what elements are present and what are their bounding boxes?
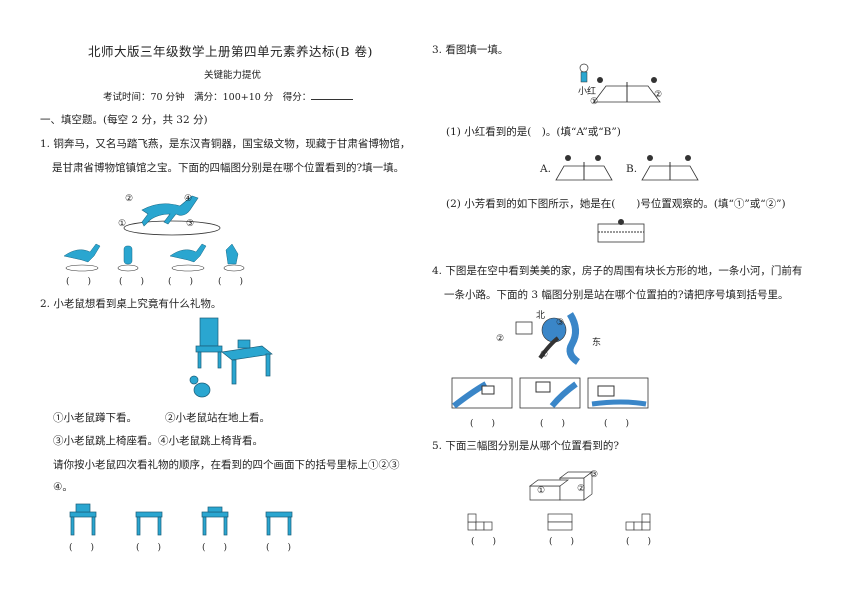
q5-heading: 5. 下面三幅图分别是从哪个位置看到的? — [432, 440, 619, 452]
bronze-horse-illustration — [123, 195, 221, 236]
section1-heading: 一、填空题。(每空 2 分，共 32 分) — [40, 114, 208, 126]
q1-blank-a[interactable]: ( ) — [66, 277, 92, 287]
q3-xiaofang-view — [597, 219, 645, 243]
q4-blank-b[interactable]: ( ) — [540, 419, 566, 429]
q4-line1: 4. 下图是在空中看到美美的家，房子的周围有块长方形的地，一条小河，门前有 — [432, 265, 803, 277]
page-title: 北师大版三年级数学上册第四单元素养达标(B 卷) — [88, 44, 373, 59]
q2-blank-d[interactable]: ( ) — [266, 543, 292, 553]
q4-marker-3: ③ — [556, 318, 565, 328]
q2-option-1: ①小老鼠蹲下看。 — [53, 412, 137, 424]
q2-table-views — [69, 503, 293, 536]
q3-heading: 3. 看图填一填。 — [432, 44, 509, 56]
q2-instruction-2: ④。 — [53, 481, 73, 493]
exam-info-text: 考试时间：70 分钟 满分：100+10 分 得分： — [103, 92, 312, 103]
q4-blank-a[interactable]: ( ) — [470, 419, 496, 429]
q4-marker-1: ① — [540, 350, 549, 360]
q4-dir-east: 东 — [592, 338, 602, 348]
q1-line1: 1. 铜奔马，又名马踏飞燕，是东汉青铜器，国宝级文物，现藏于甘肃省博物馆， — [40, 138, 411, 150]
q3-choice-b: B. — [626, 163, 638, 175]
page-subtitle: 关键能力提优 — [204, 70, 262, 81]
q4-blank-c[interactable]: ( ) — [604, 419, 630, 429]
q2-option-2: ②小老鼠站在地上看。 — [165, 412, 270, 424]
ping-pong-scene — [579, 63, 661, 103]
q5-marker-2: ② — [577, 484, 586, 494]
q4-line2: 一条小路。下面的 3 幅图分别是站在哪个位置拍的?请把序号填到括号里。 — [444, 289, 789, 301]
q3-choice-a: A. — [540, 163, 551, 175]
q3-pos-2: ② — [654, 90, 663, 100]
stepped-box-object — [528, 471, 594, 501]
q2-line1: 2. 小老鼠想看到桌上究竟有什么礼物。 — [40, 298, 222, 310]
q1-marker-1: ① — [118, 219, 127, 229]
q5-blank-a[interactable]: ( ) — [471, 537, 497, 547]
q5-marker-1: ① — [537, 486, 546, 496]
q3-pos-1: ① — [590, 97, 599, 107]
q5-blank-b[interactable]: ( ) — [549, 537, 575, 547]
q2-instruction-1: 请你按小老鼠四次看礼物的顺序，在看到的四个画面下的括号里标上①②③ — [53, 459, 400, 471]
q1-marker-2: ② — [125, 194, 134, 204]
q2-option-3-4: ③小老鼠跳上椅座看。④小老鼠跳上椅背看。 — [53, 435, 263, 447]
q2-blank-c[interactable]: ( ) — [202, 543, 228, 553]
q4-three-photos — [451, 377, 649, 409]
q3-part2: (2) 小芳看到的如下图所示，她是在( )号位置观察的。(填“①”或“②”) — [446, 198, 786, 210]
chair-table-mouse-illustration — [189, 317, 273, 398]
q3-name-label: 小红 — [578, 87, 597, 97]
q3-choice-b-picture — [641, 155, 699, 181]
q5-blank-c[interactable]: ( ) — [626, 537, 652, 547]
score-blank[interactable] — [311, 90, 354, 100]
q1-view-pictures — [63, 243, 245, 272]
q1-blank-b[interactable]: ( ) — [119, 277, 145, 287]
q1-marker-4: ④ — [184, 194, 193, 204]
q5-marker-3: ③ — [590, 470, 599, 480]
q2-blank-b[interactable]: ( ) — [136, 543, 162, 553]
q1-line2: 是甘肃省博物馆镇馆之宝。下面的四幅图分别是在哪个位置看到的?填一填。 — [52, 162, 405, 174]
q1-blank-d[interactable]: ( ) — [218, 277, 244, 287]
q1-blank-c[interactable]: ( ) — [168, 277, 194, 287]
q5-three-views — [467, 513, 651, 531]
q4-dir-north: 北 — [536, 311, 546, 321]
q2-blank-a[interactable]: ( ) — [69, 543, 95, 553]
q3-part1: (1) 小红看到的是( )。(填“A”或“B”) — [446, 126, 621, 138]
exam-info: 考试时间：70 分钟 满分：100+10 分 得分： — [103, 89, 354, 103]
q3-choice-a-picture — [555, 155, 613, 181]
home-top-view-map — [515, 312, 581, 365]
q4-marker-2: ② — [496, 334, 505, 344]
q1-marker-3: ③ — [186, 219, 195, 229]
